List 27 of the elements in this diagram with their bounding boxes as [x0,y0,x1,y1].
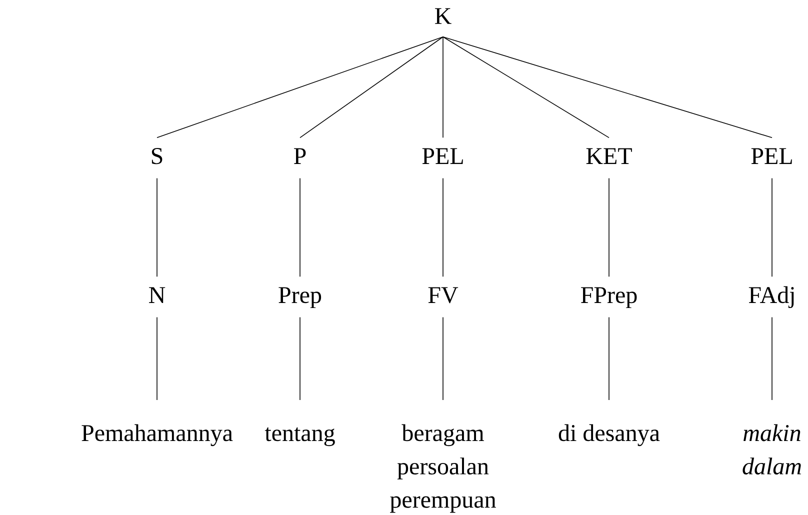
tree-label: beragam persoalan perempuan [390,424,496,513]
tree-line [442,36,610,138]
tree-label: Pemahamannya [82,424,233,446]
tree-line [300,36,444,138]
tree-line [608,178,610,278]
tree-label: Prep [278,287,322,308]
tree-label: S [152,148,162,164]
tree-line [156,178,158,278]
tree-line [608,316,610,400]
tree-line [156,36,444,138]
tree-label: N [149,287,166,303]
tree-label: makin dalam [742,424,801,475]
tree-label: KET [586,148,632,164]
tree-label: P [294,148,306,164]
tree-line [442,316,444,400]
tree-line [442,36,772,138]
tree-label: FV [428,287,458,304]
tree-line [156,316,158,400]
tree-label: FPrep [581,287,637,308]
tree-label: K [435,8,452,24]
tree-label: PEL [422,148,463,164]
tree-line [442,36,444,138]
tree-label: tentang [264,427,335,446]
tree-label: di desanya [558,424,660,446]
tree-line [442,178,444,278]
tree-label: FAdj [748,286,794,308]
tree-label: PEL [751,148,792,164]
